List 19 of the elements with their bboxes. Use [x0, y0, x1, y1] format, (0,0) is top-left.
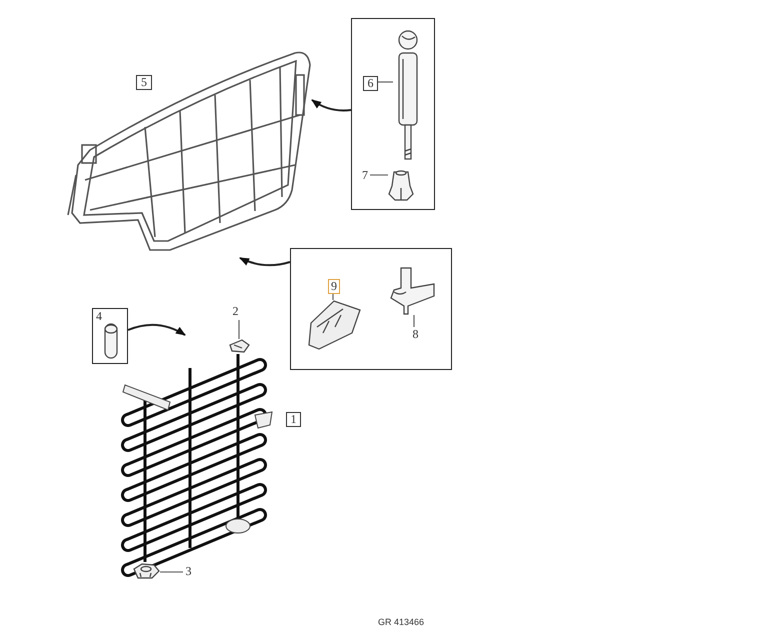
leader-line	[238, 320, 240, 340]
callout-number: 7	[359, 169, 371, 184]
callout-number: 9	[328, 279, 340, 294]
arrow	[128, 324, 186, 336]
callout-number: 3	[183, 565, 194, 580]
callout-number: 4	[96, 310, 102, 323]
callout-number: 1	[286, 412, 301, 427]
arrow	[239, 257, 290, 266]
inset-box	[290, 248, 452, 370]
inset-box	[351, 18, 435, 210]
callout-number: 5	[136, 75, 152, 90]
callout-number: 8	[410, 328, 421, 343]
leader-line	[370, 174, 388, 176]
leader-line	[332, 292, 334, 300]
drawing-number: GR 413466	[378, 617, 424, 627]
callout-number: 2	[230, 305, 241, 320]
inset-box	[92, 308, 128, 364]
arrow	[311, 99, 352, 112]
callout-number: 6	[363, 76, 378, 91]
